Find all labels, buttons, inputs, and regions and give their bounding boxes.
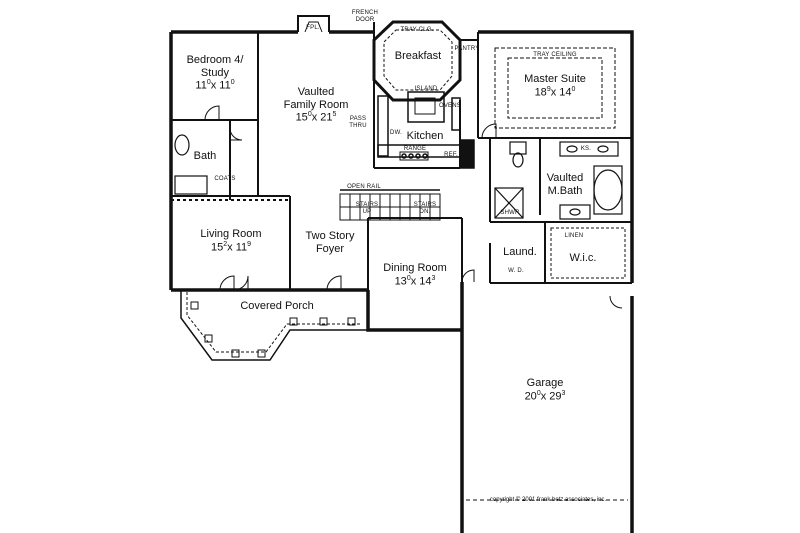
stairs-down-note-line2: DN. <box>419 208 431 215</box>
washer-dryer-note: W. D. <box>508 268 524 274</box>
interior-walls <box>171 32 632 290</box>
stairs-down-note: STAIRS DN. <box>412 202 438 216</box>
walkin-closet-shelves <box>550 227 626 279</box>
dining-dimensions: 130x 143 <box>394 274 436 288</box>
refrigerator-note: REF. <box>444 152 458 158</box>
bedroom-name-line2: Study <box>200 66 230 79</box>
bedroom-name-line1: Bedroom 4/ <box>186 54 244 66</box>
master-dimensions: 189x 140 <box>534 85 576 99</box>
stairs-up-note-line1: STAIRS <box>355 202 379 208</box>
garage-name: Garage <box>526 377 564 389</box>
porch-label: Covered Porch <box>240 300 314 312</box>
bath-fixtures <box>174 134 623 220</box>
stairs-down-note-line1: STAIRS <box>413 202 437 208</box>
living-name: Living Room <box>200 228 262 240</box>
master-suite-label: Master Suite 189x 140 <box>510 73 600 99</box>
family-room-label: Vaulted Family Room 150x 215 <box>276 86 356 125</box>
coats-note: COATS <box>214 176 236 182</box>
range-note: RANGE <box>403 146 427 152</box>
garage-dimensions: 200x 293 <box>524 389 566 403</box>
tray-clg-note: TRAY CLG. <box>400 27 434 33</box>
island-note: ISLAND <box>414 86 438 92</box>
bedroom-dimensions: 110x 110 <box>195 79 235 92</box>
french-door-note-line2: DOOR <box>355 16 375 23</box>
master-tray-ceiling <box>494 47 616 129</box>
foyer-name-line1: Two Story <box>305 230 355 242</box>
exterior-walls <box>169 30 634 533</box>
french-door-note: FRENCH DOOR <box>350 10 380 24</box>
pantry-note: PANTRY <box>454 46 480 52</box>
ovens-note: OVENS <box>438 103 461 109</box>
stairs <box>339 189 441 221</box>
pass-thru-note-line1: PASS <box>349 116 367 122</box>
bath-label: Bath <box>193 150 217 162</box>
copyright-notice: copyright © 2001 frank betz associates, … <box>489 497 607 503</box>
dining-room-label: Dining Room 130x 143 <box>375 262 455 288</box>
family-name-line1: Vaulted <box>297 86 335 98</box>
walkin-closet-label: W.i.c. <box>569 252 597 264</box>
pass-thru-note-line2: THRU <box>349 122 367 129</box>
foyer-label: Two Story Foyer <box>300 230 360 255</box>
master-name: Master Suite <box>524 73 586 85</box>
family-name-line2: Family Room <box>283 98 349 111</box>
open-rail-note: OPEN RAIL <box>347 184 381 190</box>
bedroom-label: Bedroom 4/ Study 110x 110 <box>180 54 250 93</box>
linen-note: LINEN <box>564 233 584 239</box>
kitchen-label: Kitchen <box>406 130 444 142</box>
family-dimensions: 150x 215 <box>295 111 337 124</box>
garage-label: Garage 200x 293 <box>505 377 585 403</box>
covered-porch <box>180 290 368 361</box>
stairs-up-note-line2: UP <box>362 208 372 215</box>
breakfast-label: Breakfast <box>394 50 442 62</box>
kitchen-fixtures <box>377 91 475 169</box>
living-dimensions: 152x 119 <box>210 240 252 254</box>
laundry-label: Laund. <box>503 246 537 258</box>
master-bath-label: Vaulted M.Bath <box>540 172 590 197</box>
pass-thru-note: PASS THRU <box>346 116 370 130</box>
shower-note: SHWR <box>500 210 520 216</box>
foyer-name-line2: Foyer <box>315 242 345 255</box>
mbath-name-line1: Vaulted <box>546 172 584 184</box>
dining-name: Dining Room <box>383 262 447 274</box>
fireplace <box>297 15 330 33</box>
door-swings <box>204 22 623 309</box>
tray-ceiling-note: TRAY CEILING <box>533 52 577 58</box>
fpl-note: FPL. <box>306 25 320 31</box>
dishwasher-note: DW. <box>390 130 402 136</box>
ks-note: KS. <box>580 146 592 152</box>
living-room-label: Living Room 152x 119 <box>196 228 266 254</box>
stairs-up-note: STAIRS UP <box>354 202 380 216</box>
french-door-note-line1: FRENCH <box>351 10 379 16</box>
mbath-name-line2: M.Bath <box>547 184 583 197</box>
